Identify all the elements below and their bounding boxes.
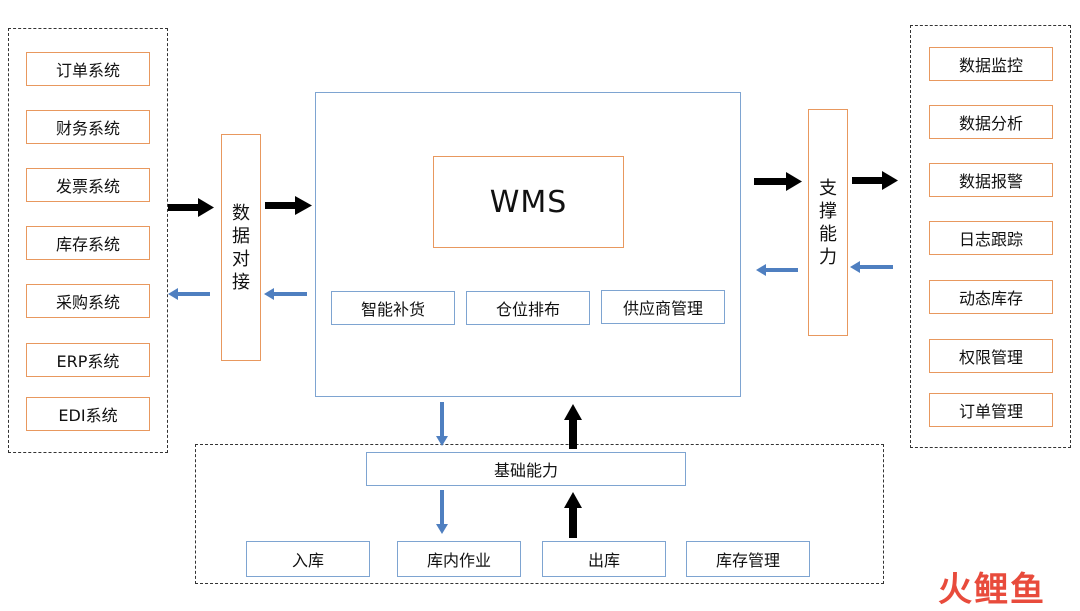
source-systems-group — [8, 28, 168, 453]
capability-dynamic-inventory: 动态库存 — [929, 280, 1053, 314]
capability-log-trace: 日志跟踪 — [929, 221, 1053, 255]
arrow-wms-to-connector — [264, 288, 307, 300]
wms-module-slot-layout: 仓位排布 — [466, 291, 590, 325]
source-system-order: 订单系统 — [26, 52, 150, 86]
support-char: 能 — [819, 223, 837, 245]
arrow-items-up-to-base — [564, 492, 582, 538]
source-system-inventory: 库存系统 — [26, 226, 150, 260]
arrow-support-to-capabilities — [852, 171, 898, 190]
base-item-warehouse-ops: 库内作业 — [397, 541, 521, 577]
base-capability-group — [195, 444, 884, 584]
capability-order-mgmt: 订单管理 — [929, 393, 1053, 427]
arrow-wms-to-support — [754, 172, 802, 191]
arrow-sources-to-connector — [168, 198, 214, 217]
arrow-base-up-to-wms — [564, 404, 582, 449]
support-char: 力 — [819, 246, 837, 268]
wms-container — [315, 92, 741, 397]
arrow-connector-to-sources — [168, 288, 210, 300]
data-connector-char: 数 — [232, 202, 250, 224]
watermark-logo: 火鲤鱼 — [912, 562, 1072, 610]
capability-data-analysis: 数据分析 — [929, 105, 1053, 139]
data-connector-char: 接 — [232, 271, 250, 293]
arrow-connector-to-wms — [265, 196, 312, 215]
capability-data-alert: 数据报警 — [929, 163, 1053, 197]
base-capability-box: 基础能力 — [366, 452, 686, 486]
source-system-invoice: 发票系统 — [26, 168, 150, 202]
watermark-text: 火鲤鱼 — [938, 570, 1046, 610]
base-item-outbound: 出库 — [542, 541, 666, 577]
capability-permission-mgmt: 权限管理 — [929, 339, 1053, 373]
data-connector-box: 数 据 对 接 — [221, 134, 261, 361]
arrow-support-to-wms — [756, 264, 798, 276]
support-char: 支 — [819, 177, 837, 199]
wms-module-supplier-mgmt: 供应商管理 — [601, 290, 725, 324]
capability-group — [910, 25, 1071, 448]
wms-module-smart-replenish: 智能补货 — [331, 291, 455, 325]
source-system-purchase: 采购系统 — [26, 284, 150, 318]
arrow-wms-down-to-base — [436, 402, 448, 446]
source-system-finance: 财务系统 — [26, 110, 150, 144]
capability-data-monitor: 数据监控 — [929, 47, 1053, 81]
arrow-base-down-to-items — [436, 490, 448, 534]
data-connector-char: 据 — [232, 225, 250, 247]
support-char: 撑 — [819, 200, 837, 222]
arrow-capabilities-to-support — [850, 261, 893, 273]
wms-title-box: WMS — [433, 156, 624, 248]
support-capability-box: 支 撑 能 力 — [808, 109, 848, 336]
wms-title: WMS — [489, 184, 568, 220]
data-connector-char: 对 — [232, 248, 250, 270]
source-system-erp: ERP系统 — [26, 343, 150, 377]
base-item-inbound: 入库 — [246, 541, 370, 577]
source-system-edi: EDI系统 — [26, 397, 150, 431]
base-item-inventory-mgmt: 库存管理 — [686, 541, 810, 577]
